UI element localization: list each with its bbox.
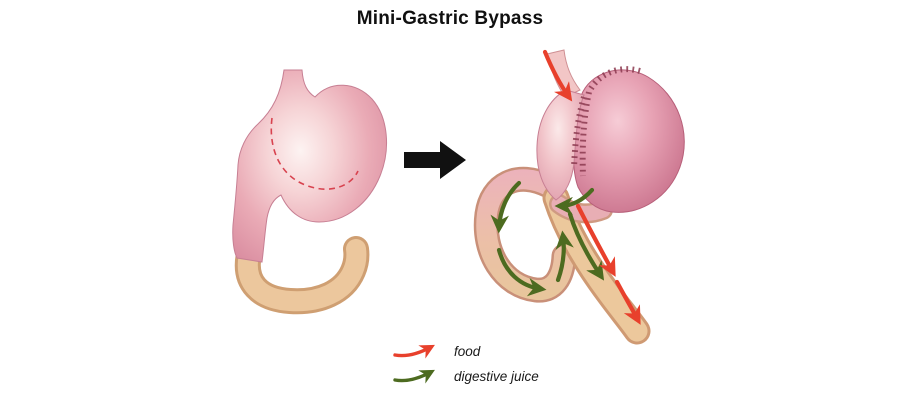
legend-label-digestive-juice: digestive juice (454, 368, 539, 384)
food-arrow-esophagus (542, 49, 573, 102)
incision-dashed-line (270, 117, 359, 190)
legend-item-food: food (392, 341, 539, 361)
post-surgery-illustration (473, 49, 685, 345)
food-arrow-icon (393, 344, 435, 359)
juice-arrow-loop-down (490, 180, 522, 234)
juice-arrow-intestine (567, 211, 605, 281)
digestive-juice-arrow-icon (393, 369, 435, 384)
page-title: Mini-Gastric Bypass (356, 8, 544, 29)
legend-item-digestive-juice: digestive juice (392, 366, 539, 386)
stomach-body (232, 69, 388, 263)
food-arrow-intestine-lower (614, 279, 641, 325)
food-flow-arrows (542, 49, 641, 325)
food-arrow-intestine-upper (575, 203, 616, 277)
staple-line (571, 66, 641, 177)
legend: food digestive juice (392, 341, 539, 386)
normal-stomach-illustration (232, 69, 388, 315)
digestive-juice-flow-arrows (490, 180, 605, 297)
small-intestine (234, 236, 370, 315)
biliary-loop (473, 166, 577, 303)
juice-arrow-loop-up (555, 230, 574, 283)
transition-arrow-icon (404, 141, 466, 179)
juice-arrow-loop-bottom (496, 247, 547, 297)
legend-label-food: food (454, 343, 481, 359)
juice-arrow-from-remnant (554, 187, 595, 216)
